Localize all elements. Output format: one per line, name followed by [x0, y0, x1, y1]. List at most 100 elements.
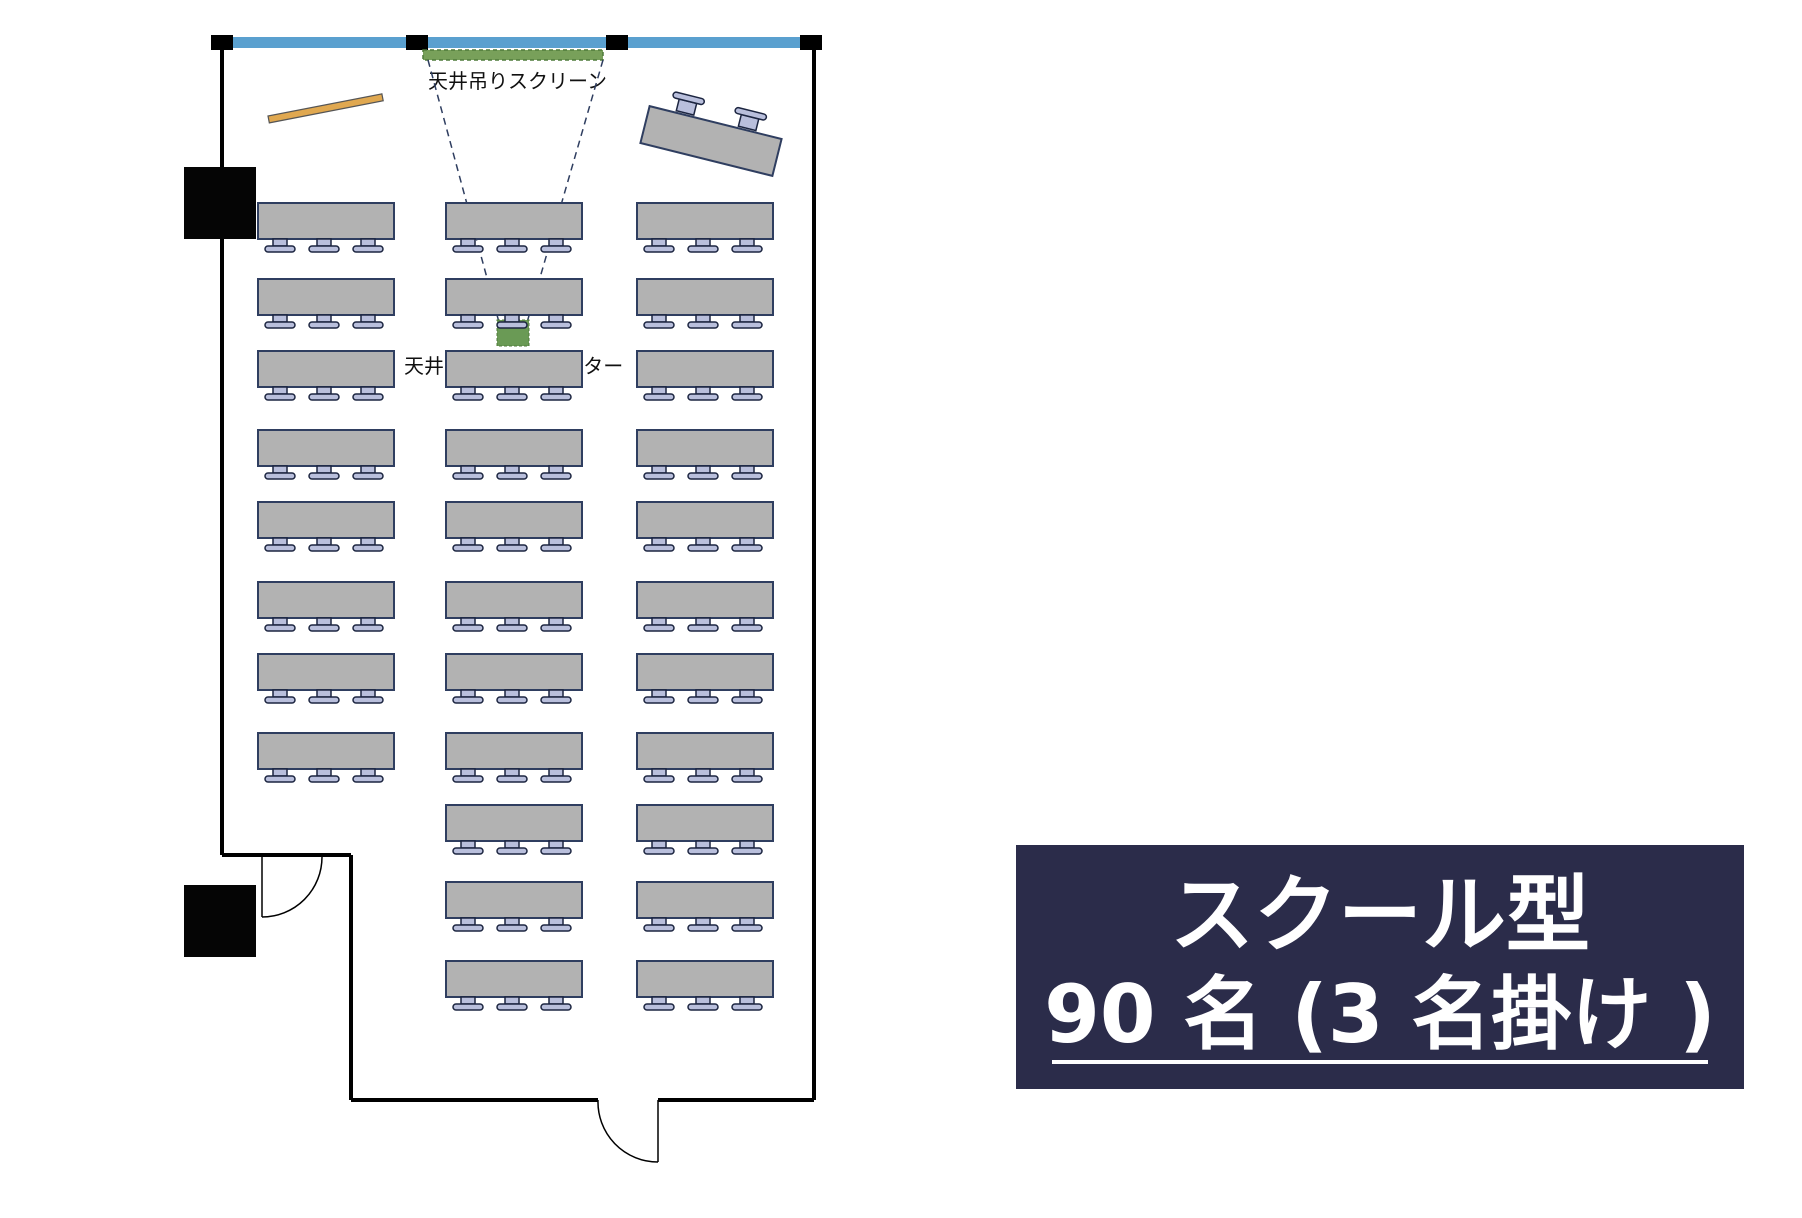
desk-set [257, 350, 395, 401]
chair [496, 689, 528, 704]
chair [308, 314, 340, 329]
chair [352, 465, 384, 480]
chair [452, 617, 484, 632]
chair [452, 465, 484, 480]
desk-set [257, 501, 395, 552]
desk [445, 804, 583, 842]
chair [352, 537, 384, 552]
window-post [606, 35, 628, 50]
desk [257, 202, 395, 240]
window-post [406, 35, 428, 50]
chair [731, 689, 763, 704]
chair [731, 238, 763, 253]
desk-set [445, 278, 583, 329]
front-desk-table [639, 104, 783, 178]
desk-set [445, 881, 583, 932]
desk-set [445, 581, 583, 632]
chair [687, 840, 719, 855]
layout-title-box: スクール型 90 名 (3 名掛け ) [1016, 845, 1744, 1089]
chair [452, 314, 484, 329]
chair [540, 768, 572, 783]
chair [731, 386, 763, 401]
window-post [800, 35, 822, 50]
window-pane [232, 37, 406, 48]
front-desk-chair [734, 106, 768, 132]
chair [540, 617, 572, 632]
chair [264, 617, 296, 632]
desk-set [445, 350, 583, 401]
chair [643, 537, 675, 552]
window-pane [428, 37, 606, 48]
chair [687, 537, 719, 552]
desk-set [636, 804, 774, 855]
desk [636, 202, 774, 240]
desk-set [445, 653, 583, 704]
chair [496, 314, 528, 329]
chair [352, 238, 384, 253]
desk-set [257, 202, 395, 253]
chair [452, 768, 484, 783]
chair [731, 465, 763, 480]
chair [687, 465, 719, 480]
desk-set [257, 581, 395, 632]
chair [687, 617, 719, 632]
chair [540, 917, 572, 932]
chair [643, 314, 675, 329]
desk [636, 804, 774, 842]
desk-set [636, 429, 774, 480]
chair [643, 238, 675, 253]
desk-set [636, 202, 774, 253]
chair [452, 537, 484, 552]
chair [731, 768, 763, 783]
chair [643, 840, 675, 855]
desk [636, 350, 774, 388]
chair [308, 768, 340, 783]
desk-set [257, 429, 395, 480]
desk-set [636, 278, 774, 329]
desk [445, 501, 583, 539]
desk [257, 581, 395, 619]
chair [452, 917, 484, 932]
chair [731, 840, 763, 855]
chair [264, 386, 296, 401]
chair [687, 689, 719, 704]
chair [687, 768, 719, 783]
title-underline [1052, 1060, 1708, 1064]
window-pane [628, 37, 800, 48]
chair [540, 996, 572, 1011]
chair [452, 840, 484, 855]
desk-set [636, 501, 774, 552]
chair [496, 386, 528, 401]
chair [540, 537, 572, 552]
chair [352, 386, 384, 401]
chair [540, 689, 572, 704]
desk [445, 202, 583, 240]
chair [308, 465, 340, 480]
chair [643, 617, 675, 632]
chair [687, 238, 719, 253]
chair [687, 386, 719, 401]
chair [496, 917, 528, 932]
front-desk-chair [672, 91, 706, 116]
desk [636, 732, 774, 770]
desk-set [257, 653, 395, 704]
chair [452, 689, 484, 704]
chair [496, 465, 528, 480]
chair [540, 465, 572, 480]
desk-set [257, 278, 395, 329]
chair [643, 768, 675, 783]
chair [540, 314, 572, 329]
chair [308, 689, 340, 704]
desk-set [636, 653, 774, 704]
chair [452, 238, 484, 253]
desk [445, 581, 583, 619]
desk [636, 960, 774, 998]
chair [308, 617, 340, 632]
ceiling-screen [422, 49, 604, 61]
desk [257, 653, 395, 691]
chair [352, 314, 384, 329]
desk [636, 881, 774, 919]
chair [643, 465, 675, 480]
desk [445, 960, 583, 998]
desk [257, 278, 395, 316]
